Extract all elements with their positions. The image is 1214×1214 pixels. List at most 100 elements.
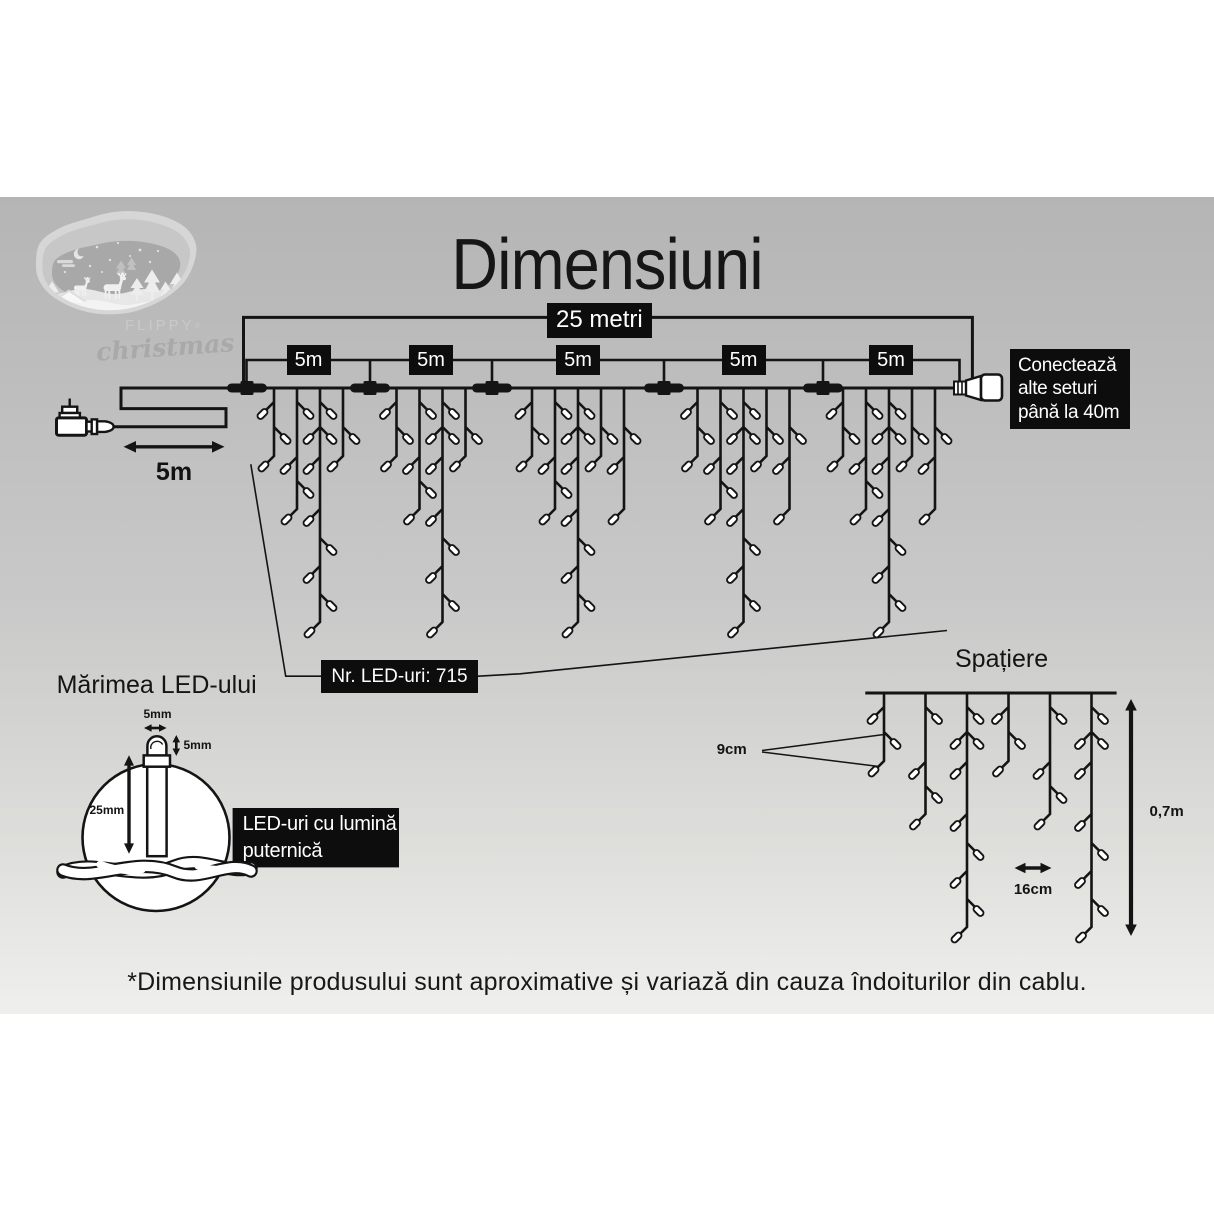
led-bulb-icon	[560, 487, 573, 499]
led-width-arrow	[144, 724, 167, 732]
logo-distant-trees	[116, 257, 136, 274]
led-bulb-icon	[871, 515, 884, 527]
led-bulb-icon	[425, 515, 437, 527]
led-bulb-icon	[825, 408, 838, 420]
icicle-drop-wire	[874, 693, 894, 770]
led-bulb-icon	[560, 463, 573, 475]
connector-icon	[350, 381, 390, 395]
led-bulb-icon	[402, 433, 414, 445]
led-bulb-icon	[972, 738, 985, 750]
led-bulb-icon	[894, 408, 907, 420]
led-bulb-icon	[917, 433, 930, 445]
led-bulb-icon	[773, 513, 785, 526]
led-bulb-icon	[940, 433, 953, 445]
footnote: *Dimensiunile produsului sunt aproximati…	[127, 968, 1087, 996]
led-bulb-icon	[471, 433, 483, 445]
spacing-diagram	[761, 691, 1137, 944]
led-bulb-icon	[894, 600, 907, 612]
logo-stars	[63, 241, 160, 274]
icicle-drop-wire	[264, 388, 284, 465]
segment-length-box: 5m	[286, 345, 331, 375]
icicle-drop-wire	[711, 388, 730, 518]
led-bulb-icon	[895, 460, 908, 473]
deer-icon	[103, 272, 127, 299]
icicle-drop-wire	[545, 388, 565, 518]
led-bulb-icon	[425, 487, 437, 499]
connect-note-box: Conectează alte seturi până la 40m	[1010, 349, 1130, 429]
led-bulb-drawing	[142, 735, 172, 858]
led-bulb-icon	[606, 433, 619, 445]
icicle-drop-wire	[310, 388, 330, 631]
led-bulb-icon	[449, 460, 461, 473]
segment-length-box: 5m	[409, 345, 453, 375]
icicle-drop-wire	[780, 388, 799, 518]
led-bulb-icon	[972, 713, 985, 725]
led-bulb-icon	[606, 463, 619, 475]
led-bulb-icon	[726, 463, 738, 475]
led-bulb-icon	[560, 515, 573, 527]
led-bulb-icon	[1074, 877, 1086, 889]
led-bulb-icon	[950, 931, 963, 944]
led-bulb-icon	[894, 433, 907, 445]
icicle-drop-wire	[433, 388, 452, 631]
led-bulb-icon	[992, 765, 1004, 778]
led-bulb-icon	[949, 820, 962, 832]
led-bulb-icon	[726, 487, 738, 499]
led-bulb-icon	[1097, 713, 1109, 725]
led-bulb-icon	[583, 433, 596, 445]
led-bulb-icon	[280, 513, 293, 526]
led-bulb-icon	[1055, 792, 1068, 804]
icicle-drop-wire	[287, 388, 307, 518]
led-bulb-icon	[889, 738, 902, 750]
led-bulb-icon	[871, 463, 884, 475]
drop-gap-label: 16cm	[1013, 881, 1053, 898]
icicle-drop-wire	[916, 693, 935, 823]
led-bulb-icon	[872, 626, 885, 639]
led-bulb-icon	[1097, 738, 1109, 750]
led-bulb-icon	[1074, 768, 1086, 780]
led-bulb-icon	[848, 463, 861, 475]
led-bulb-icon	[703, 463, 715, 475]
led-bulb-icon	[380, 460, 392, 473]
led-bulb-icon	[866, 713, 879, 725]
led-length-arrow	[124, 755, 134, 854]
wire-connectors	[227, 381, 843, 395]
led-bulb-icon	[325, 600, 338, 612]
led-bulb-icon	[931, 713, 943, 725]
led-bulb-icon	[448, 544, 460, 556]
led-bulb-icon	[681, 460, 693, 473]
main-dimension-diagram	[55, 315, 1004, 677]
led-bulb-icon	[1074, 738, 1086, 750]
led-height-arrow	[172, 735, 181, 756]
icicle-drop-wire	[334, 388, 353, 465]
led-bulb-icon	[949, 768, 962, 780]
icicle-light-drops	[256, 388, 953, 639]
led-bulb-icon	[1074, 820, 1086, 832]
connector-icon	[803, 381, 843, 395]
led-bulb-icon	[583, 408, 596, 420]
icicle-drop-wire	[957, 693, 977, 936]
icicle-drop-wire	[856, 388, 876, 518]
segment-length-box: 5m	[869, 345, 913, 375]
registered-mark: ®	[194, 323, 200, 330]
flippy-christmas-logo-scene	[36, 211, 197, 315]
led-bulb-icon	[749, 544, 761, 556]
led-bulb-icon	[448, 600, 460, 612]
curtain-height-label: 0,7m	[1149, 803, 1184, 820]
led-bulb-icon	[991, 713, 1003, 725]
logo-cloud-icon	[57, 260, 75, 267]
led-bulb-icon	[583, 600, 596, 612]
led-count-leader-right	[477, 629, 948, 677]
led-bulb-icon	[1033, 818, 1046, 831]
led-bulb-icon	[257, 460, 270, 473]
led-size-title: Mărimea LED-ului	[56, 671, 257, 699]
led-gap-leader-lines	[761, 733, 885, 768]
led-bulb-icon	[726, 572, 738, 584]
curtain-height-arrow	[1125, 699, 1137, 936]
led-bulb-icon	[515, 460, 528, 473]
led-bulb-icon	[348, 433, 361, 445]
logo-deer-icons	[74, 272, 127, 299]
led-bulb-icon	[561, 626, 574, 639]
led-bulb-icon	[704, 513, 716, 526]
icicle-drop-wire	[592, 388, 611, 465]
